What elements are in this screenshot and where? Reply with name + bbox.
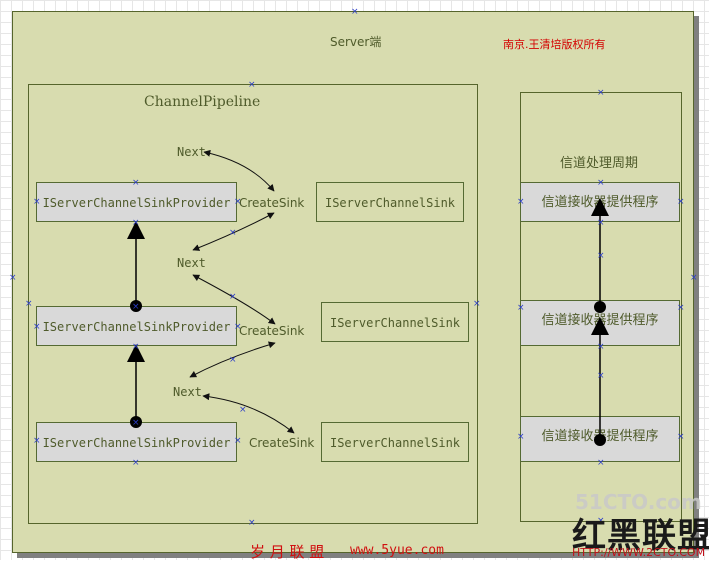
- provider-label-1: IServerChannelSinkProvider: [42, 196, 231, 210]
- sink-box-3[interactable]: IServerChannelSink: [321, 422, 469, 462]
- handle-marker[interactable]: ×: [677, 197, 685, 207]
- createsink-arrow-2: [189, 341, 276, 378]
- provider-label-2: IServerChannelSinkProvider: [42, 320, 231, 334]
- handle-marker[interactable]: ×: [677, 432, 685, 442]
- next-label-1: Next: [177, 145, 206, 159]
- provider-label-3: IServerChannelSinkProvider: [42, 436, 231, 450]
- lifecycle-title: 信道处理周期: [560, 156, 639, 171]
- handle-marker[interactable]: ×: [33, 436, 41, 446]
- handle-marker[interactable]: ×: [597, 342, 605, 352]
- handle-marker[interactable]: ×: [517, 303, 525, 313]
- watermark-brand: 51CTO.com: [575, 490, 702, 514]
- next-label-3: Next: [173, 385, 202, 399]
- handle-marker[interactable]: ×: [248, 80, 256, 90]
- stage-dot-upper: [594, 301, 606, 313]
- handle-marker[interactable]: ×: [597, 218, 605, 228]
- handle-marker[interactable]: ×: [33, 322, 41, 332]
- createsink-label-2: CreateSink: [239, 324, 305, 338]
- createsink-label-1: CreateSink: [239, 196, 305, 210]
- handle-marker[interactable]: ×: [597, 371, 605, 381]
- server-title: Server端: [330, 35, 382, 49]
- pipeline-title: ChannelPipeline: [144, 94, 261, 110]
- watermark-bottom-url: www.5yue.com: [350, 543, 444, 558]
- handle-marker[interactable]: ×: [132, 178, 140, 188]
- next-arrow-3: [202, 393, 295, 434]
- createsink-arrow-1: [192, 212, 275, 251]
- handle-marker[interactable]: ×: [33, 197, 41, 207]
- handle-marker[interactable]: ×: [248, 518, 256, 528]
- handle-marker[interactable]: ×: [597, 516, 605, 526]
- handle-marker[interactable]: ×: [234, 197, 242, 207]
- handle-marker[interactable]: ×: [690, 273, 698, 283]
- handle-marker[interactable]: ×: [597, 251, 605, 261]
- handle-marker[interactable]: ×: [229, 355, 237, 365]
- handle-marker[interactable]: ×: [677, 303, 685, 313]
- handle-marker[interactable]: ×: [132, 302, 140, 312]
- handle-marker[interactable]: ×: [597, 88, 605, 98]
- sink-label-1: IServerChannelSink: [324, 196, 456, 210]
- handle-marker[interactable]: ×: [517, 432, 525, 442]
- sink-box-1[interactable]: IServerChannelSink: [316, 182, 464, 222]
- handle-marker[interactable]: ×: [239, 405, 247, 415]
- handle-marker[interactable]: ×: [473, 299, 481, 309]
- handle-marker[interactable]: ×: [9, 273, 17, 283]
- chain-dot-upper: [130, 300, 142, 312]
- handle-marker[interactable]: ×: [229, 292, 237, 302]
- handle-marker[interactable]: ×: [229, 228, 237, 238]
- chain-dot-lower: [130, 416, 142, 428]
- copyright-text: 南京.王清培版权所有: [503, 38, 606, 51]
- sink-label-3: IServerChannelSink: [329, 436, 461, 450]
- handle-marker[interactable]: ×: [517, 197, 525, 207]
- handle-marker[interactable]: ×: [132, 458, 140, 468]
- handle-marker[interactable]: ×: [351, 7, 359, 17]
- handle-marker[interactable]: ×: [132, 342, 140, 352]
- handle-marker[interactable]: ×: [597, 458, 605, 468]
- handle-marker[interactable]: ×: [597, 178, 605, 188]
- handle-marker[interactable]: ×: [234, 436, 242, 446]
- handle-marker[interactable]: ×: [132, 418, 140, 428]
- sink-box-2[interactable]: IServerChannelSink: [321, 302, 469, 342]
- handle-marker[interactable]: ×: [132, 218, 140, 228]
- watermark-bottom-text: 岁 月 联 盟: [250, 543, 325, 561]
- watermark-url: HTTP://WWW.2CTO.COM: [572, 546, 706, 559]
- stage-dot-lower: [594, 434, 606, 446]
- createsink-label-3: CreateSink: [249, 436, 315, 450]
- next-arrow-2: [192, 274, 276, 325]
- handle-marker[interactable]: ×: [25, 299, 33, 309]
- sink-label-2: IServerChannelSink: [329, 316, 461, 330]
- next-label-2: Next: [177, 256, 206, 270]
- next-arrow-1: [203, 149, 275, 192]
- watermark-blog: 红黑联盟: [572, 516, 709, 556]
- handle-marker[interactable]: ×: [234, 322, 242, 332]
